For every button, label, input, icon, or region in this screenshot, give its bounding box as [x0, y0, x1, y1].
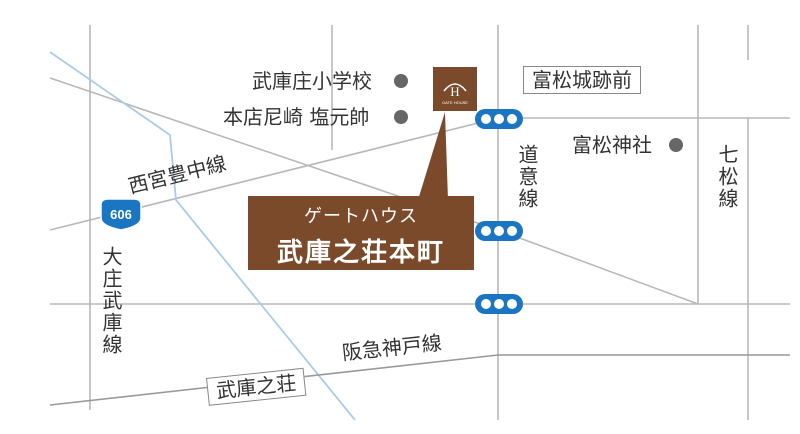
- label-road-dooi: 道意線: [515, 144, 539, 210]
- label-road-osho: 大庄武庫線: [99, 246, 123, 356]
- callout-pointer: [418, 112, 448, 200]
- label-shop: 本店尼崎 塩元帥: [223, 105, 370, 129]
- label-road-shichimatsu: 七松線: [715, 144, 739, 210]
- traffic-signal-icon: [475, 109, 523, 129]
- traffic-signal-icon: [475, 294, 523, 314]
- dot-icon: [394, 74, 408, 88]
- dot-icon: [394, 110, 408, 124]
- label-school: 武庫庄小学校: [252, 69, 372, 93]
- label-shrine: 富松神社: [572, 133, 652, 157]
- route-number-label: 606: [110, 207, 132, 222]
- logo-letter: H: [450, 84, 459, 99]
- dot-icon: [669, 138, 683, 152]
- callout-title: 武庫之荘本町: [276, 238, 445, 268]
- logo-caption: GATE HOUSE: [442, 100, 468, 105]
- label-station-tomatsu: 富松城跡前: [523, 66, 641, 94]
- route-shield-icon: 606: [100, 198, 142, 231]
- gate-house-logo: H GATE HOUSE: [433, 67, 477, 111]
- callout-subtitle: ゲートハウス: [304, 206, 418, 227]
- traffic-signal-icon: [475, 221, 523, 241]
- gate-icon: H GATE HOUSE: [442, 83, 468, 105]
- railway-hankyu: [49, 354, 790, 406]
- property-callout: ゲートハウス 武庫之荘本町: [248, 196, 474, 270]
- river: [49, 51, 356, 421]
- road-diagonal-lower: [497, 229, 699, 305]
